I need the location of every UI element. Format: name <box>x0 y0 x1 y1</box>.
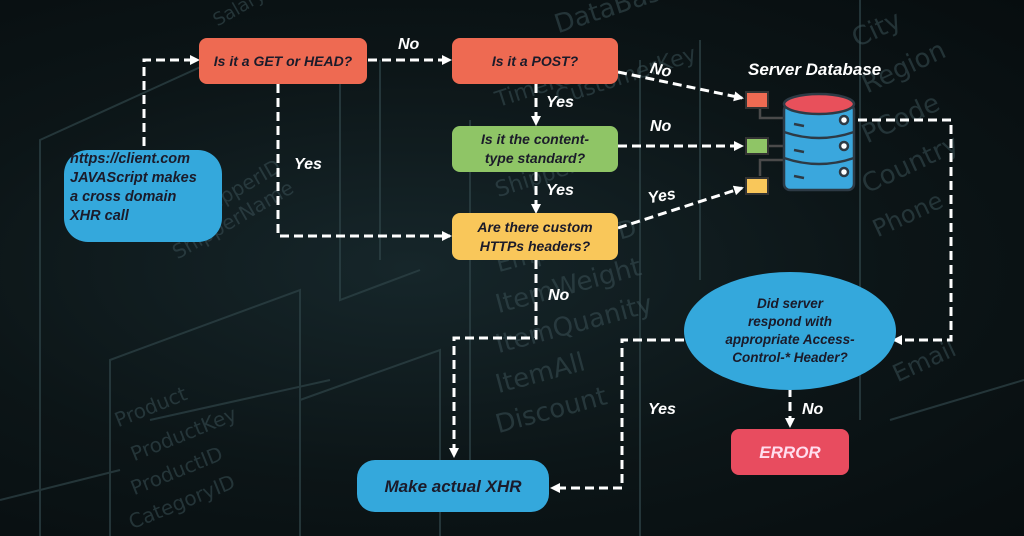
server-response-line: respond with <box>748 314 832 329</box>
start-node: https://client.com JAVAScript makes a cr… <box>64 150 222 242</box>
start-line: XHR call <box>70 208 129 224</box>
make-actual-xhr-node: Make actual XHR <box>357 460 549 512</box>
post-decision: Is it a POST? <box>452 38 618 84</box>
custom-headers-decision: Are there custom HTTPs headers? <box>452 213 618 260</box>
content-type-decision: Is it the content- type standard? <box>452 126 618 172</box>
edge-post-no-db <box>617 70 744 102</box>
start-line: https://client.com <box>70 151 191 167</box>
db-port-red <box>745 91 769 109</box>
custom-headers-line: Are there custom <box>477 218 593 235</box>
db-port-yellow <box>745 177 769 195</box>
custom-headers-line: HTTPs headers? <box>479 237 591 254</box>
server-response-line: Did server <box>756 296 824 311</box>
server-response-line: Control-* Header? <box>732 350 848 365</box>
edge-headers-yes-db <box>617 185 744 230</box>
edge-label-content-no: No <box>650 118 672 135</box>
content-type-line: Is it the content- <box>480 131 590 147</box>
server-response-decision: Did server respond with appropriate Acce… <box>684 272 896 390</box>
content-type-line: type standard? <box>484 150 586 166</box>
edge-label-get-no: No <box>398 36 420 53</box>
edge-label-post-yes: Yes <box>546 94 574 111</box>
get-or-head-decision: Is it a GET or HEAD? <box>199 38 367 84</box>
server-response-line: appropriate Access- <box>725 332 855 347</box>
edge-db-to-response <box>858 118 953 345</box>
database-icon <box>745 91 856 195</box>
edge-headers-no-xhr <box>449 260 538 458</box>
edge-label-headers-no: No <box>548 287 570 304</box>
edge-label-response-no: No <box>802 401 824 418</box>
edge-response-yes-xhr <box>550 338 684 493</box>
error-node: ERROR <box>731 429 849 475</box>
server-database-title: Server Database <box>748 60 882 79</box>
db-port-green <box>745 137 769 155</box>
edge-label-content-yes: Yes <box>546 182 574 199</box>
edge-label-response-yes: Yes <box>648 401 676 418</box>
edge-start-to-get <box>142 55 200 146</box>
start-line: a cross domain <box>70 189 177 205</box>
start-line: JAVAScript makes <box>70 170 197 186</box>
edge-label-get-yes: Yes <box>294 156 322 173</box>
edge-get-yes-headers <box>276 84 452 241</box>
